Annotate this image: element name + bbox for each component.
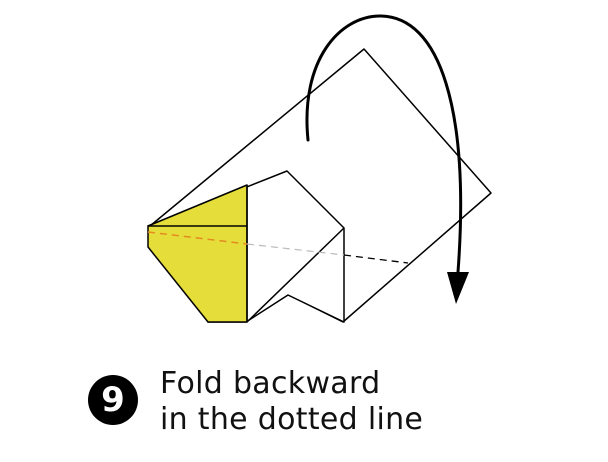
curved-arrow-backward-icon bbox=[305, 14, 469, 304]
crease-diagonal bbox=[246, 227, 345, 323]
step-number-badge: 9 bbox=[88, 375, 138, 425]
instruction-line-1: Fold backward bbox=[160, 366, 381, 401]
fold-line-on-white bbox=[246, 243, 345, 256]
paper-colored-side bbox=[147, 184, 248, 323]
instruction-text: Fold backward in the dotted line bbox=[160, 366, 423, 438]
fold-line-on-color bbox=[147, 231, 248, 245]
instruction-line-2: in the dotted line bbox=[160, 402, 424, 437]
fold-line-dark bbox=[343, 254, 409, 264]
